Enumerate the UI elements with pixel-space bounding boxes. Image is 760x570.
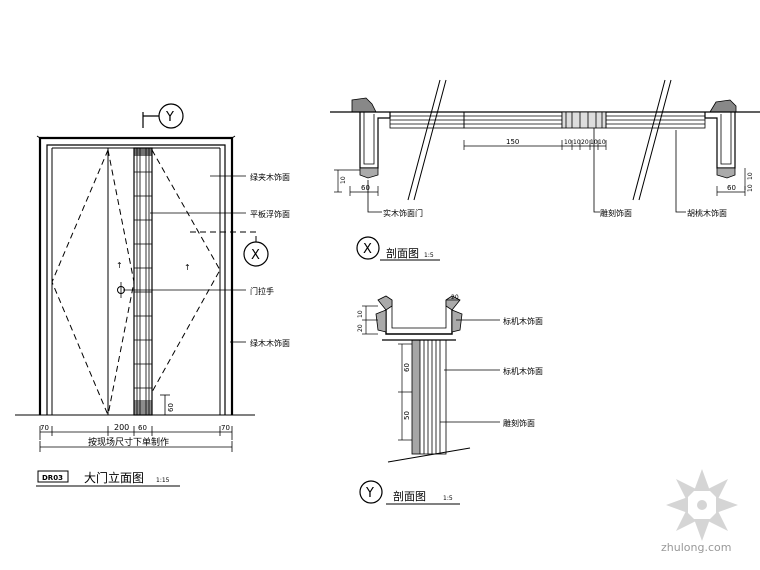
door-frame-outer (38, 136, 234, 415)
sy-label-bottom: 雕刻饰面 (503, 418, 535, 428)
elevation-dimensions (39, 394, 233, 452)
sy-dim-v60: 60 (403, 363, 411, 372)
sx-dim-righth1: 10 (747, 172, 754, 180)
section-y-title: 剖面图 (393, 489, 426, 503)
sx-label-left: 实木饰面门 (383, 208, 423, 218)
dim-left-bottom: 200 (114, 423, 129, 432)
section-y-ground (387, 447, 471, 463)
sx-dim-right60: 60 (727, 184, 736, 192)
dim-vertical: 60 (167, 403, 175, 412)
watermark-logo (666, 469, 738, 541)
elevation-code: DR03 (42, 474, 63, 482)
door-frame-inner (46, 144, 226, 415)
center-strip-blocks (134, 148, 152, 415)
sy-label-mid: 标机木饰面 (503, 366, 543, 376)
section-x-marker-label: X (363, 242, 372, 257)
svg-text:↑: ↑ (116, 261, 123, 270)
left-swing-diamond-2 (107, 149, 135, 416)
section-y-marker-label: Y (365, 486, 374, 501)
dim-overall-note: 按现场尺寸下单制作 (88, 436, 169, 448)
sx-dim-s3: 20 (581, 139, 589, 146)
label-panel-veneer: 绿夹木饰面 (250, 172, 290, 182)
sx-dim-left60: 60 (361, 184, 370, 192)
dim-left-frame: 70 (40, 424, 49, 432)
section-x-scale: 1:5 (424, 252, 434, 259)
sx-dim-150: 150 (506, 138, 519, 146)
sy-dim-left10: 10 (357, 310, 364, 318)
sx-dim-lefth: 10 (340, 176, 347, 184)
elevation-scale: 1:15 (156, 477, 170, 484)
section-y-scale: 1:5 (443, 495, 453, 502)
sy-dim-top20: 20 (451, 294, 459, 301)
label-frame-veneer: 绿木木饰面 (250, 338, 290, 348)
section-y-leaf (411, 339, 447, 455)
section-y: 20 10 20 60 50 标机木饰面 标机木饰面 雕刻饰面 Y 剖面图 1:… (357, 294, 543, 505)
section-y-marker (359, 480, 383, 504)
sx-dim-s1: 10 (564, 139, 572, 146)
section-x-wall-left (351, 97, 377, 113)
sy-dim-left20: 20 (357, 324, 364, 332)
left-swing-diamond (51, 149, 109, 416)
section-x-marker (356, 236, 380, 260)
dim-right-frame: 70 (221, 424, 230, 432)
sx-label-center: 雕刻饰面 (600, 208, 632, 218)
sx-label-right: 胡桃木饰面 (687, 208, 727, 218)
section-marker-y-top-label: Y (165, 110, 174, 125)
watermark-text: zhulong.com (661, 541, 731, 554)
sx-dim-righth2: 10 (747, 184, 754, 192)
sx-dim-s2: 10 (573, 139, 581, 146)
sx-dim-s5: 10 (598, 139, 606, 146)
elevation-code-box (37, 470, 69, 483)
elevation-title: 大门立面图 (84, 470, 144, 485)
dim-center-bottom: 60 (138, 424, 147, 432)
section-y-top-frame (385, 300, 453, 335)
svg-text:↑: ↑ (184, 263, 191, 272)
label-center-strip: 平板浮饰面 (250, 209, 290, 219)
sy-dim-v50: 50 (403, 411, 411, 420)
door-elevation: ↑ ↑ 70 70 200 60 60 按现场尺寸下单制作 Y (15, 103, 290, 487)
section-x: 150 10 10 20 10 10 60 60 10 10 10 实木饰面门 … (330, 79, 760, 261)
right-swing-diamond (151, 149, 221, 393)
sy-label-top: 标机木饰面 (503, 316, 543, 326)
section-marker-x-right-label: X (251, 248, 260, 263)
section-x-title: 剖面图 (386, 246, 419, 260)
section-x-wall-right (709, 99, 737, 113)
label-handle: 门拉手 (250, 286, 274, 296)
